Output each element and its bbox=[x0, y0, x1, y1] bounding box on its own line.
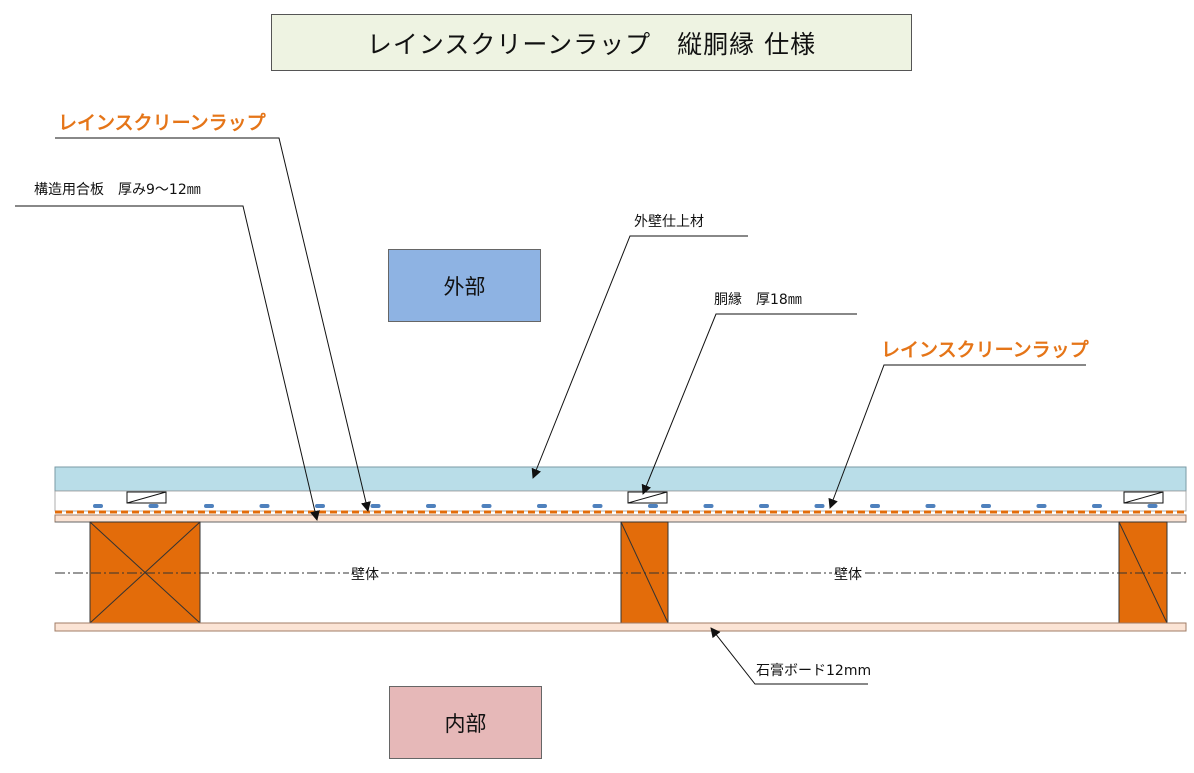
wrap-dimple bbox=[481, 504, 492, 508]
wrap-dimple bbox=[148, 504, 159, 508]
diagram-title: レインスクリーンラップ 縦胴縁 仕様 bbox=[271, 14, 912, 71]
gypsum-board-layer bbox=[54, 622, 1187, 632]
wrap-dimple bbox=[1147, 504, 1158, 508]
leader-furring bbox=[641, 313, 857, 495]
wrap-dimple bbox=[759, 504, 769, 508]
wrap-dimple bbox=[93, 504, 103, 508]
wrap-dimple bbox=[870, 504, 880, 508]
furring-strip bbox=[627, 491, 668, 504]
wrap-dimple bbox=[537, 504, 547, 508]
wrap-dimple bbox=[814, 504, 825, 508]
furring-air-gap bbox=[54, 490, 1187, 512]
label-exterior-finish: 外壁仕上材 bbox=[634, 214, 704, 230]
wrap-dimple bbox=[703, 504, 714, 508]
wrap-dimple bbox=[204, 504, 214, 508]
wrap-dimple bbox=[981, 504, 991, 508]
wrap-dimple bbox=[259, 504, 270, 508]
leader-plywood bbox=[15, 205, 320, 521]
furring-strip bbox=[1123, 491, 1164, 504]
label-furring: 胴縁 厚18㎜ bbox=[714, 292, 802, 308]
structural-plywood bbox=[54, 514, 1187, 523]
furring-strip bbox=[126, 491, 167, 504]
wrap-dimples bbox=[93, 504, 1158, 508]
leader-rainscreen-wrap-right bbox=[828, 364, 1086, 509]
region-inside: 内部 bbox=[389, 686, 542, 759]
label-rainscreen-wrap-left: レインスクリーンラップ bbox=[58, 112, 266, 134]
label-wall-body: 壁体 bbox=[349, 564, 381, 584]
wrap-dimple bbox=[315, 504, 325, 508]
leader-exterior-finish bbox=[531, 235, 748, 479]
wrap-dimple bbox=[370, 504, 381, 508]
leader-gypsum-board bbox=[710, 627, 868, 685]
region-outside: 外部 bbox=[388, 249, 541, 322]
wrap-dimple bbox=[925, 504, 936, 508]
wrap-dimple bbox=[1036, 504, 1047, 508]
label-wall-body: 壁体 bbox=[832, 564, 864, 584]
wrap-dimple bbox=[426, 504, 436, 508]
exterior-siding-layer bbox=[54, 466, 1187, 492]
label-rainscreen-wrap-right: レインスクリーンラップ bbox=[881, 339, 1089, 361]
wrap-dimple bbox=[648, 504, 658, 508]
wrap-dimple bbox=[1092, 504, 1102, 508]
label-plywood: 構造用合板 厚み9～12㎜ bbox=[34, 182, 201, 198]
wrap-dimple bbox=[592, 504, 603, 508]
label-gypsum-board: 石膏ボード12mm bbox=[756, 663, 872, 679]
leader-rainscreen-wrap-left bbox=[55, 137, 371, 512]
